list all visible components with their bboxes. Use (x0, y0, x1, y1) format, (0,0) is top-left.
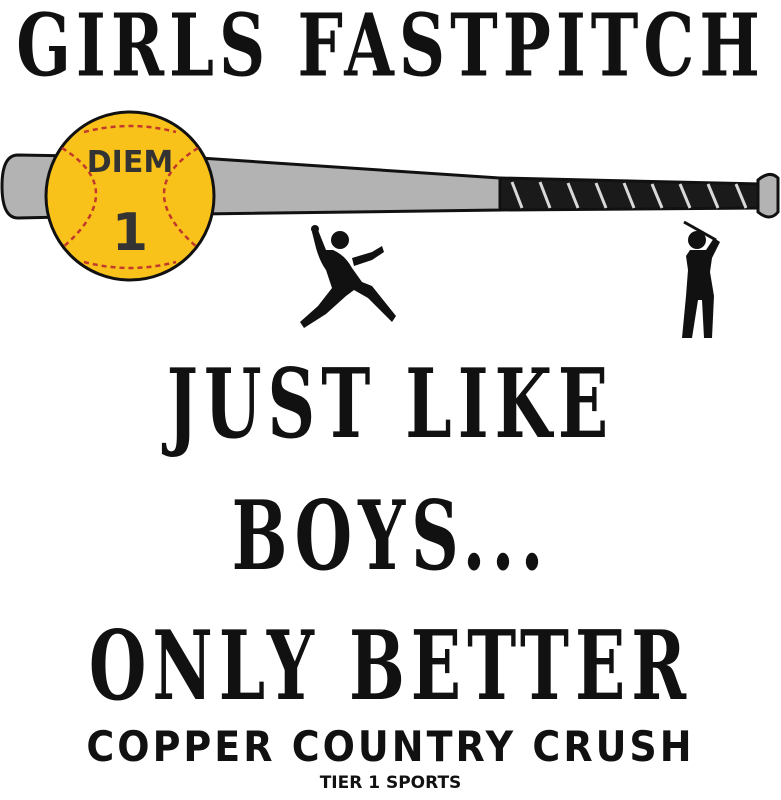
softball-icon: DIEM 1 (44, 110, 216, 282)
batter-silhouette-icon (682, 220, 720, 338)
poster-title: GIRLS FASTPITCH (16, 0, 765, 98)
slogan-line-3: ONLY BETTER (88, 609, 693, 723)
slogan-line-1: JUST LIKE (166, 347, 615, 461)
pitcher-silhouette-icon (300, 225, 396, 328)
ball-player-number: 1 (112, 203, 148, 263)
ball-player-name: DIEM (87, 145, 173, 180)
slogan-line-2: BOYS... (231, 479, 550, 593)
team-name: COPPER COUNTRY CRUSH (86, 722, 695, 772)
sponsor-name: TIER 1 SPORTS (319, 773, 462, 793)
